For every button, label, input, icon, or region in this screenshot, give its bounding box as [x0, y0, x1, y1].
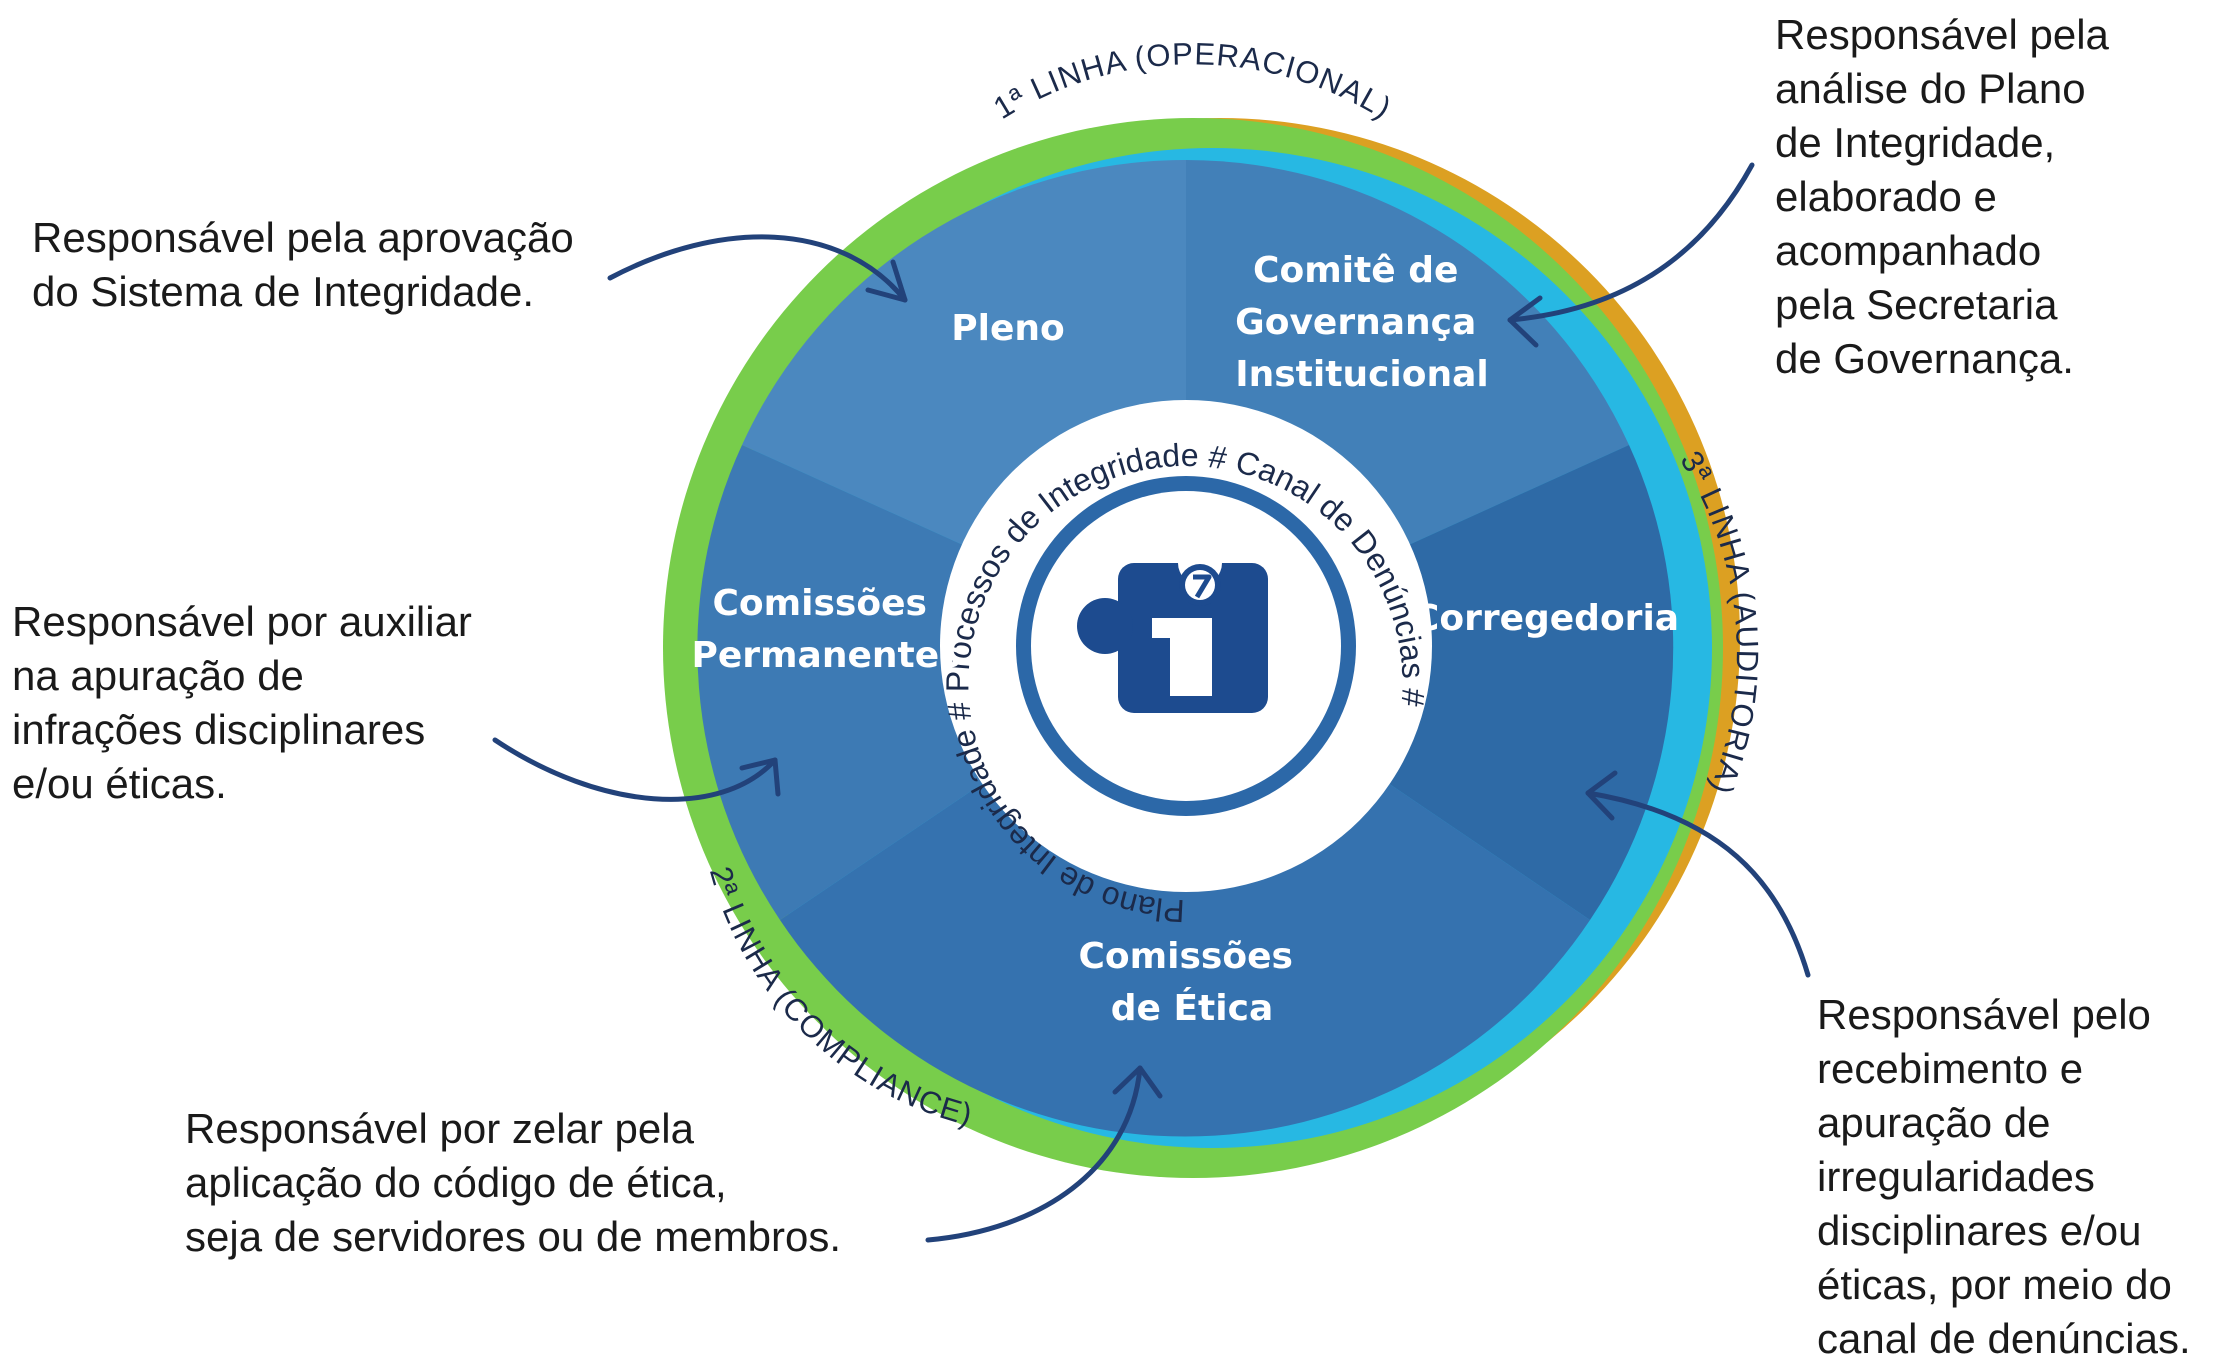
segment-label-comite: Comitê de Governança Institucional — [1235, 250, 1489, 395]
segment-permanentes — [697, 445, 1186, 920]
arrow-corregedoria — [1585, 770, 1811, 978]
callout-permanentes: Responsável por auxiliar na apuração de … — [12, 598, 484, 807]
segment-corregedoria — [1186, 445, 1674, 920]
callout-etica: Responsável por zelar pela aplicação do … — [185, 1105, 841, 1260]
arrow-permanentes — [492, 737, 781, 802]
callout-corregedoria: Responsável pelo recebimento e apuração … — [1817, 991, 2191, 1355]
first-line-label: 1ª LINHA (OPERACIONAL) — [987, 36, 1398, 126]
segment-label-etica: Comissões de Ética — [1079, 936, 1306, 1029]
arrow-comite — [1507, 162, 1755, 348]
segment-label-pleno: Pleno — [951, 308, 1065, 349]
segment-label-permanentes: Comissões Permanentes — [691, 583, 960, 676]
integrity-puzzle-logo-icon — [1077, 541, 1268, 713]
callout-pleno: Responsável pela aprovação do Sistema de… — [32, 214, 585, 315]
arrow-pleno — [607, 234, 908, 303]
segments — [697, 159, 1674, 1137]
callout-comite: Responsável pela análise do Plano de Int… — [1775, 11, 2121, 382]
segment-label-corregedoria: Corregedoria — [1413, 598, 1679, 639]
arrow-etica — [925, 1065, 1163, 1243]
